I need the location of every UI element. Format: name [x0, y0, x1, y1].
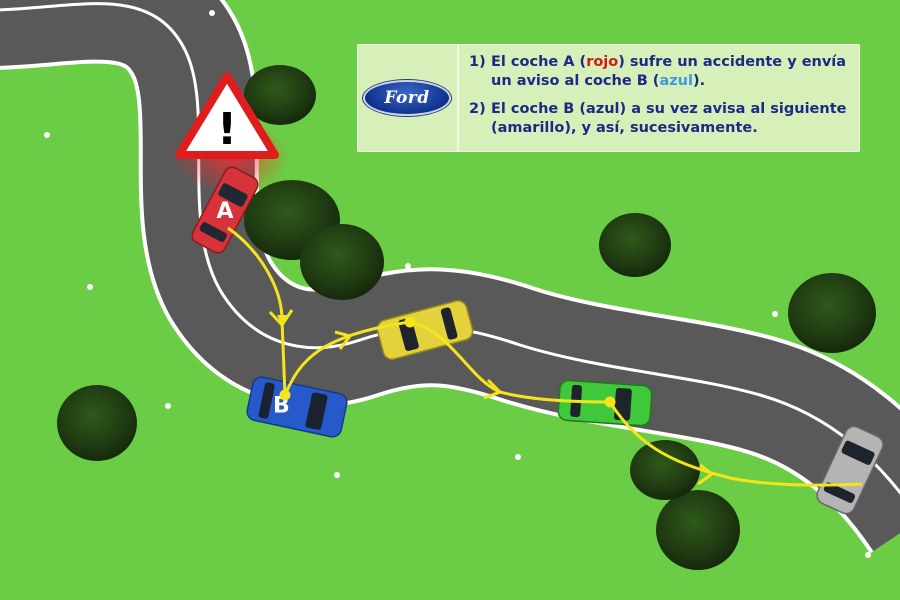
arrow-b-to-yellow — [283, 320, 411, 396]
warning-triangle-icon: ! — [175, 72, 279, 159]
tree — [630, 440, 700, 500]
highlight-blue: azul — [659, 73, 693, 89]
road-center-line — [0, 2, 900, 495]
car-grey — [816, 425, 884, 515]
arrow-green-to-grey-head — [697, 463, 715, 486]
logo-cell: Ford — [357, 44, 459, 152]
highlight-red: rojo — [586, 54, 619, 70]
tree — [656, 490, 740, 570]
tree — [300, 224, 384, 300]
trees — [57, 65, 876, 570]
tree — [788, 273, 876, 353]
step-1-part: ). — [692, 73, 706, 89]
step-1-part: El coche A ( — [491, 54, 587, 70]
step-1: 1) El coche A (rojo) sufre un accidente … — [469, 53, 852, 91]
tree — [57, 385, 137, 461]
arrow-yellow-to-green-head — [483, 378, 503, 400]
explanation-text: 1) El coche A (rojo) sufre un accidente … — [469, 53, 852, 147]
arrow-a-to-b — [227, 226, 287, 396]
step-1-number: 1) — [469, 54, 486, 70]
tree — [244, 65, 316, 125]
warning-exclamation: ! — [217, 104, 237, 155]
car-b: B — [246, 376, 348, 438]
car-yellow — [376, 300, 474, 360]
tree — [599, 213, 671, 277]
step-2: 2) El coche B (azul) a su vez avisa al s… — [469, 100, 852, 138]
step-1-part: ) sufre un accidente y envía un aviso al… — [491, 54, 847, 89]
arrow-b-to-yellow-head — [334, 330, 353, 350]
arrow-green-to-grey — [608, 401, 863, 487]
winding-road — [0, 0, 900, 554]
car-a: A — [191, 166, 259, 254]
arrow-a-to-b-head — [268, 309, 294, 328]
warning-arrows — [227, 226, 863, 487]
info-panel: Ford 1) El coche A (rojo) sufre un accid… — [357, 44, 860, 152]
step-2-text: El coche B (azul) a su vez avisa al sigu… — [491, 101, 847, 136]
ford-logo-text: Ford — [384, 88, 430, 108]
ford-logo: Ford — [363, 80, 451, 116]
step-2-number: 2) — [469, 101, 486, 117]
car-a-label: A — [216, 199, 233, 224]
step-1-text: El coche A (rojo) sufre un accidente y e… — [491, 53, 852, 91]
